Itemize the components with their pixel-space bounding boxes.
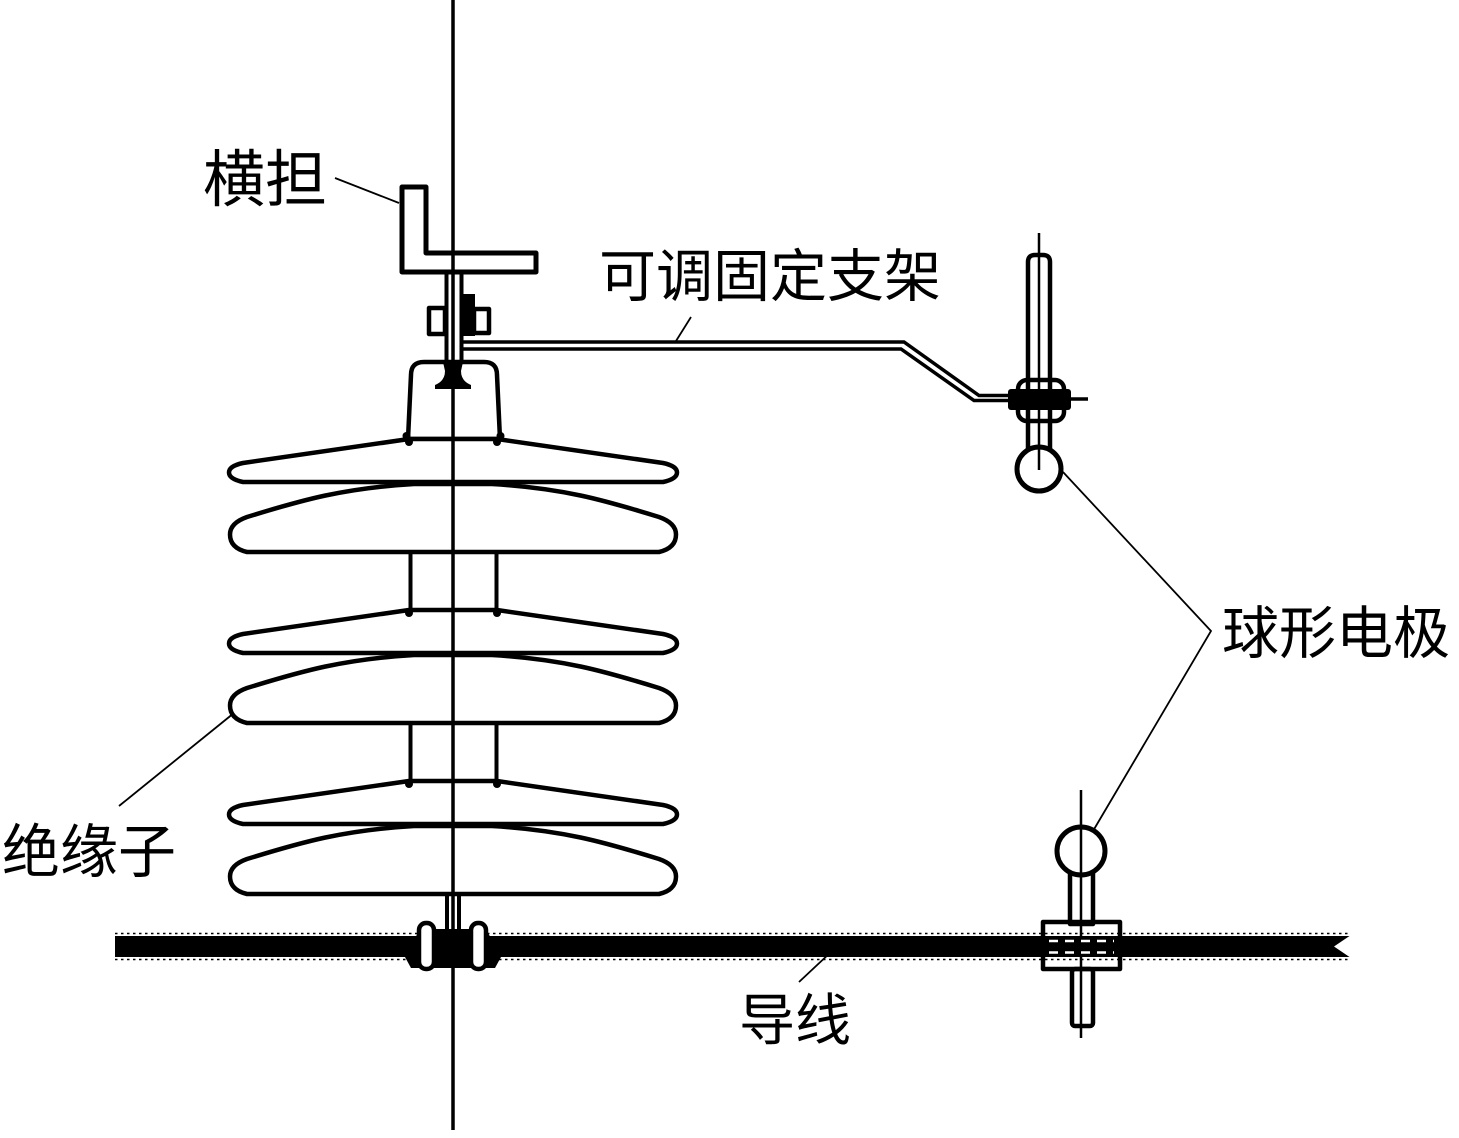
insulator-core xyxy=(408,552,499,781)
adjustable-bracket xyxy=(463,340,1017,403)
label-insulator: 绝缘子 xyxy=(2,820,176,885)
stem-bolt-assembly xyxy=(426,294,492,337)
lower-electrode-lower-rod xyxy=(1069,966,1096,1029)
leader-adjustable-bracket xyxy=(675,316,692,342)
leader-spherical-electrode xyxy=(1062,471,1213,832)
leader-insulator xyxy=(118,712,235,807)
cross-arm-bracket xyxy=(399,184,539,275)
lower-wire-clamp xyxy=(1040,919,1123,972)
cap-pin-flare xyxy=(435,362,471,389)
label-spherical-electrode: 球形电极 xyxy=(1222,603,1450,666)
label-cross-arm: 横担 xyxy=(203,147,327,215)
leader-conductor xyxy=(798,951,832,983)
conductor-wire xyxy=(115,932,1351,961)
leader-lines xyxy=(118,177,1213,983)
label-adjustable-bracket: 可调固定支架 xyxy=(599,246,941,309)
leader-cross-arm xyxy=(334,177,400,204)
upper-electrode-assembly xyxy=(1008,233,1088,494)
lower-electrode-assembly xyxy=(1040,790,1123,1038)
insulator-bottom-stem xyxy=(445,894,461,934)
label-conductor: 导线 xyxy=(739,991,851,1053)
wire-break-notch xyxy=(1334,935,1351,958)
